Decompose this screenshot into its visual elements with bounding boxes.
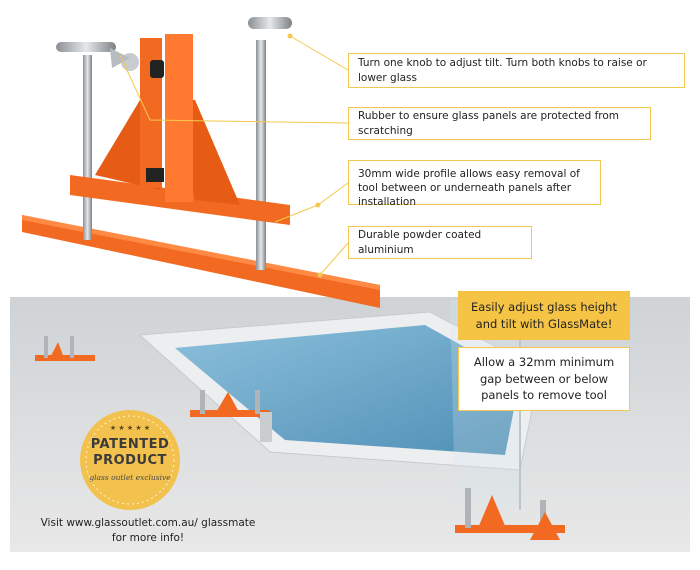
scene-tool-left <box>35 336 95 361</box>
callout-profile: 30mm wide profile allows easy removal of… <box>348 160 601 208</box>
note-adjust: Easily adjust glass height and tilt with… <box>458 291 630 340</box>
patent-badge <box>80 410 180 510</box>
scene-tool-right <box>455 488 565 540</box>
visit-url[interactable]: Visit www.glassoutlet.com.au/ glassmate <box>40 517 256 529</box>
callout-tilt: Turn one knob to adjust tilt. Turn both … <box>348 53 685 88</box>
scene-tool-middle <box>190 390 272 442</box>
badge-stars-top: ★ ★ ★ ★ ★ <box>109 424 151 432</box>
visit-text: Visit www.glassoutlet.com.au/ glassmate … <box>18 516 278 545</box>
glassmate-tool <box>22 17 380 308</box>
badge-product: PRODUCT <box>93 453 167 468</box>
callout-aluminium: Durable powder coated aluminium <box>348 226 532 259</box>
leader-dot <box>317 272 323 278</box>
note-gap: Allow a 32mm minimum gap between or belo… <box>458 347 630 411</box>
badge-patented: PATENTED <box>90 437 170 452</box>
leader-lines <box>119 35 349 276</box>
leader-dot <box>287 33 293 39</box>
pool-water <box>175 325 520 455</box>
callout-rubber: Rubber to ensure glass panels are protec… <box>348 107 651 140</box>
badge-exclusive: glass outlet exclusive <box>89 473 171 482</box>
leader-dot <box>315 202 321 208</box>
visit-more: for more info! <box>111 531 185 544</box>
